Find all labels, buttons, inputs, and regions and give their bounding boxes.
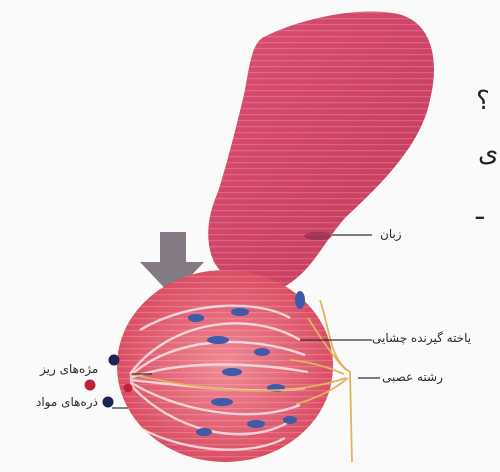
edge-glyph-1: ؟ — [476, 86, 490, 116]
edge-glyph-2: ی — [478, 138, 498, 168]
tongue-spot — [304, 232, 332, 240]
taste-cell-label: یاخته گیرنده چشایی — [372, 331, 471, 345]
edge-glyph-3: ـ — [476, 196, 484, 226]
nerve-fiber-label: رشته عصبی — [382, 370, 443, 384]
tongue-label: زبان — [380, 227, 402, 241]
particles-label: ذره‌های مواد — [36, 395, 98, 409]
microvilli-label: مژه‌های ریز — [40, 362, 98, 376]
